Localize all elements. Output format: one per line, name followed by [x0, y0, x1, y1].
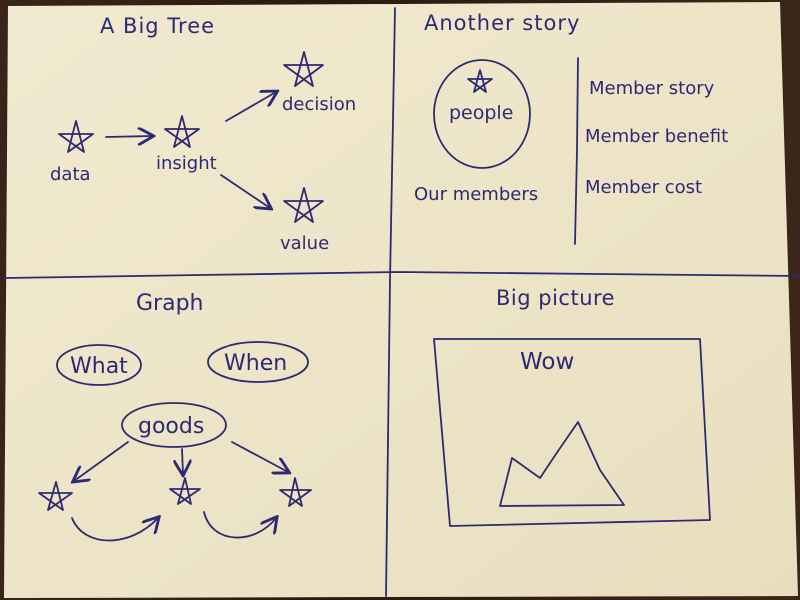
arrow-icon: [105, 136, 152, 137]
q1-title: A Big Tree: [100, 14, 215, 38]
star-icon: [164, 115, 200, 148]
star-icon: [283, 51, 324, 87]
node-data-label: data: [50, 164, 91, 185]
quadrant-another-story: Another story people Our members Member …: [414, 11, 728, 245]
star-icon: [169, 477, 201, 505]
mountain-sketch: [499, 421, 625, 507]
paper-shade: [4, 2, 798, 598]
q2-title: Another story: [424, 11, 580, 35]
arrow-icon: [74, 441, 129, 481]
star-icon: [38, 481, 73, 511]
curved-arrow-icon: [203, 511, 276, 539]
wow-label: Wow: [520, 349, 574, 375]
quadrant-big-picture: Big picture Wow: [433, 286, 711, 527]
our-members-label: Our members: [414, 184, 538, 205]
arrow-icon: [231, 441, 288, 472]
node-insight-label: insight: [156, 153, 217, 174]
star-icon: [283, 187, 324, 223]
member-benefit-item: Member benefit: [585, 126, 728, 147]
when-oval: [207, 341, 309, 383]
member-cost-item: Member cost: [585, 177, 702, 198]
arrow-icon: [220, 174, 270, 208]
list-divider: [574, 57, 579, 245]
star-icon: [279, 477, 312, 507]
vertical-divider: [385, 7, 396, 597]
what-label: What: [70, 354, 128, 379]
what-oval: [56, 344, 142, 386]
goods-label: goods: [138, 414, 204, 439]
arrow-icon: [182, 448, 183, 474]
q3-title: Graph: [136, 291, 203, 316]
arrow-icon: [225, 92, 276, 122]
member-story-item: Member story: [589, 78, 715, 99]
horizontal-divider: [5, 271, 799, 279]
goods-oval: [121, 402, 227, 448]
node-value-label: value: [280, 233, 329, 254]
curved-arrow-icon: [71, 518, 158, 542]
people-label: people: [449, 102, 513, 124]
node-decision-label: decision: [282, 94, 356, 115]
star-icon: [467, 69, 493, 93]
people-circle: [433, 59, 531, 169]
quadrant-graph: Graph What When goods: [38, 291, 312, 542]
picture-frame: [433, 338, 711, 527]
quadrant-big-tree: A Big Tree data insight decision value: [50, 14, 356, 254]
q4-title: Big picture: [496, 286, 615, 310]
when-label: When: [224, 351, 287, 376]
star-icon: [58, 120, 94, 153]
